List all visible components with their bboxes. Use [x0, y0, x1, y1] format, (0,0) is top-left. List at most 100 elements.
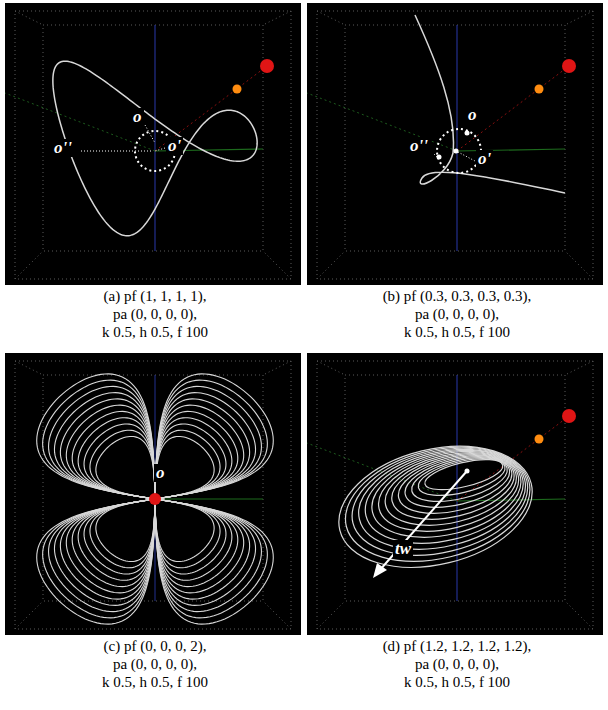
- frame-edge: [15, 601, 43, 629]
- frame-box: [15, 11, 291, 279]
- caption-line: (a) pf (1, 1, 1, 1),: [5, 287, 305, 305]
- red-sphere: [562, 409, 576, 423]
- orange-sphere: [233, 85, 242, 94]
- frame-box: [43, 25, 263, 251]
- frame-edge: [565, 11, 593, 25]
- frame-box: [317, 11, 593, 279]
- frame-edge: [263, 251, 291, 279]
- point-label: o': [166, 137, 183, 155]
- orange-sphere: [535, 85, 544, 94]
- frame-edge: [565, 251, 593, 279]
- caption-line: pa (0, 0, 0, 0),: [5, 655, 305, 673]
- trajectory-curve: [49, 386, 262, 611]
- frame-edge: [317, 11, 345, 25]
- origin-circle: [437, 129, 481, 173]
- caption-line: pa (0, 0, 0, 0),: [307, 655, 607, 673]
- frame-edge: [317, 251, 345, 279]
- orange-sphere: [535, 435, 544, 444]
- trajectory-curve: [415, 15, 565, 193]
- z-axis: [154, 25, 155, 251]
- frame-box: [345, 25, 565, 251]
- render-panel: [5, 3, 301, 285]
- caption-line: pa (0, 0, 0, 0),: [5, 305, 305, 323]
- trajectory-curve: [60, 399, 249, 599]
- point-label: o: [466, 106, 479, 124]
- trajectory-curve: [90, 430, 220, 568]
- caption-line: k 0.5, h 0.5, f 100: [5, 673, 305, 691]
- point-label: o'': [408, 137, 430, 155]
- caption-line: k 0.5, h 0.5, f 100: [307, 323, 607, 341]
- target-line: [457, 66, 569, 151]
- point-label: o': [476, 150, 493, 168]
- trajectory-curve: [54, 393, 255, 606]
- trajectory-curve: [90, 430, 220, 568]
- leader-line: [458, 152, 475, 161]
- trajectory-curve: [37, 374, 274, 624]
- trajectory-curve: [43, 380, 268, 618]
- point-dot: [454, 149, 459, 154]
- red-sphere: [562, 59, 576, 73]
- frame-box: [317, 361, 593, 629]
- caption-line: k 0.5, h 0.5, f 100: [307, 673, 607, 691]
- tw-arrow: [379, 471, 467, 571]
- frame-edge: [317, 601, 345, 629]
- trajectory-ring: [341, 432, 539, 572]
- render-panel: [307, 353, 603, 635]
- frame-edge: [15, 361, 43, 375]
- point-label: o'': [52, 139, 74, 157]
- trajectory-curve: [78, 418, 232, 581]
- trajectory-curve: [66, 405, 243, 593]
- red-sphere: [260, 59, 274, 73]
- point-dot: [465, 131, 470, 136]
- panel-ground: [5, 353, 301, 635]
- trajectory-curve: [49, 386, 262, 611]
- frame-edge: [263, 11, 291, 25]
- point-label: o: [154, 464, 167, 482]
- frame-box: [15, 361, 291, 629]
- caption-line: k 0.5, h 0.5, f 100: [5, 323, 305, 341]
- frame-edge: [263, 361, 291, 375]
- point-dot: [437, 155, 442, 160]
- frame-box: [43, 375, 263, 601]
- trajectory-curve: [84, 424, 226, 574]
- frame-edge: [15, 251, 43, 279]
- trajectory-curve: [54, 393, 255, 606]
- trajectory-curve: [96, 436, 214, 561]
- caption-line: pa (0, 0, 0, 0),: [307, 305, 607, 323]
- leader-line: [433, 153, 437, 157]
- point-label: o: [131, 108, 144, 126]
- frame-edge: [15, 11, 43, 25]
- leader-line: [145, 125, 155, 143]
- trajectory-curve: [53, 61, 257, 235]
- y-axis: [457, 149, 565, 151]
- frame-edge: [263, 601, 291, 629]
- panel-ground: [307, 3, 603, 285]
- trajectory-curve: [37, 374, 274, 624]
- z-axis: [456, 25, 457, 251]
- trajectory-curve: [43, 380, 268, 618]
- trajectory-curve: [78, 418, 232, 581]
- frame-edge: [565, 361, 593, 375]
- trajectory-curve: [96, 436, 214, 561]
- caption-line: (d) pf (1.2, 1.2, 1.2, 1.2),: [307, 637, 607, 655]
- trajectory-curve: [72, 411, 238, 586]
- caption-line: (b) pf (0.3, 0.3, 0.3, 0.3),: [307, 287, 607, 305]
- frame-edge: [565, 601, 593, 629]
- render-panel: [5, 353, 301, 635]
- trajectory-curve: [72, 411, 238, 586]
- trajectory-ring: [326, 428, 545, 586]
- panel-ground: [307, 353, 603, 635]
- frame-edge: [317, 361, 345, 375]
- point-label: tw: [393, 540, 413, 558]
- trajectory-curve: [66, 405, 243, 593]
- trajectory-ring: [334, 430, 542, 579]
- leader-line: [155, 148, 165, 151]
- trajectory-curve: [84, 424, 226, 574]
- leader-line: [81, 151, 151, 152]
- caption-line: (c) pf (0, 0, 0, 2),: [5, 637, 305, 655]
- arrow-head: [373, 563, 387, 578]
- trajectory-curve: [60, 399, 249, 599]
